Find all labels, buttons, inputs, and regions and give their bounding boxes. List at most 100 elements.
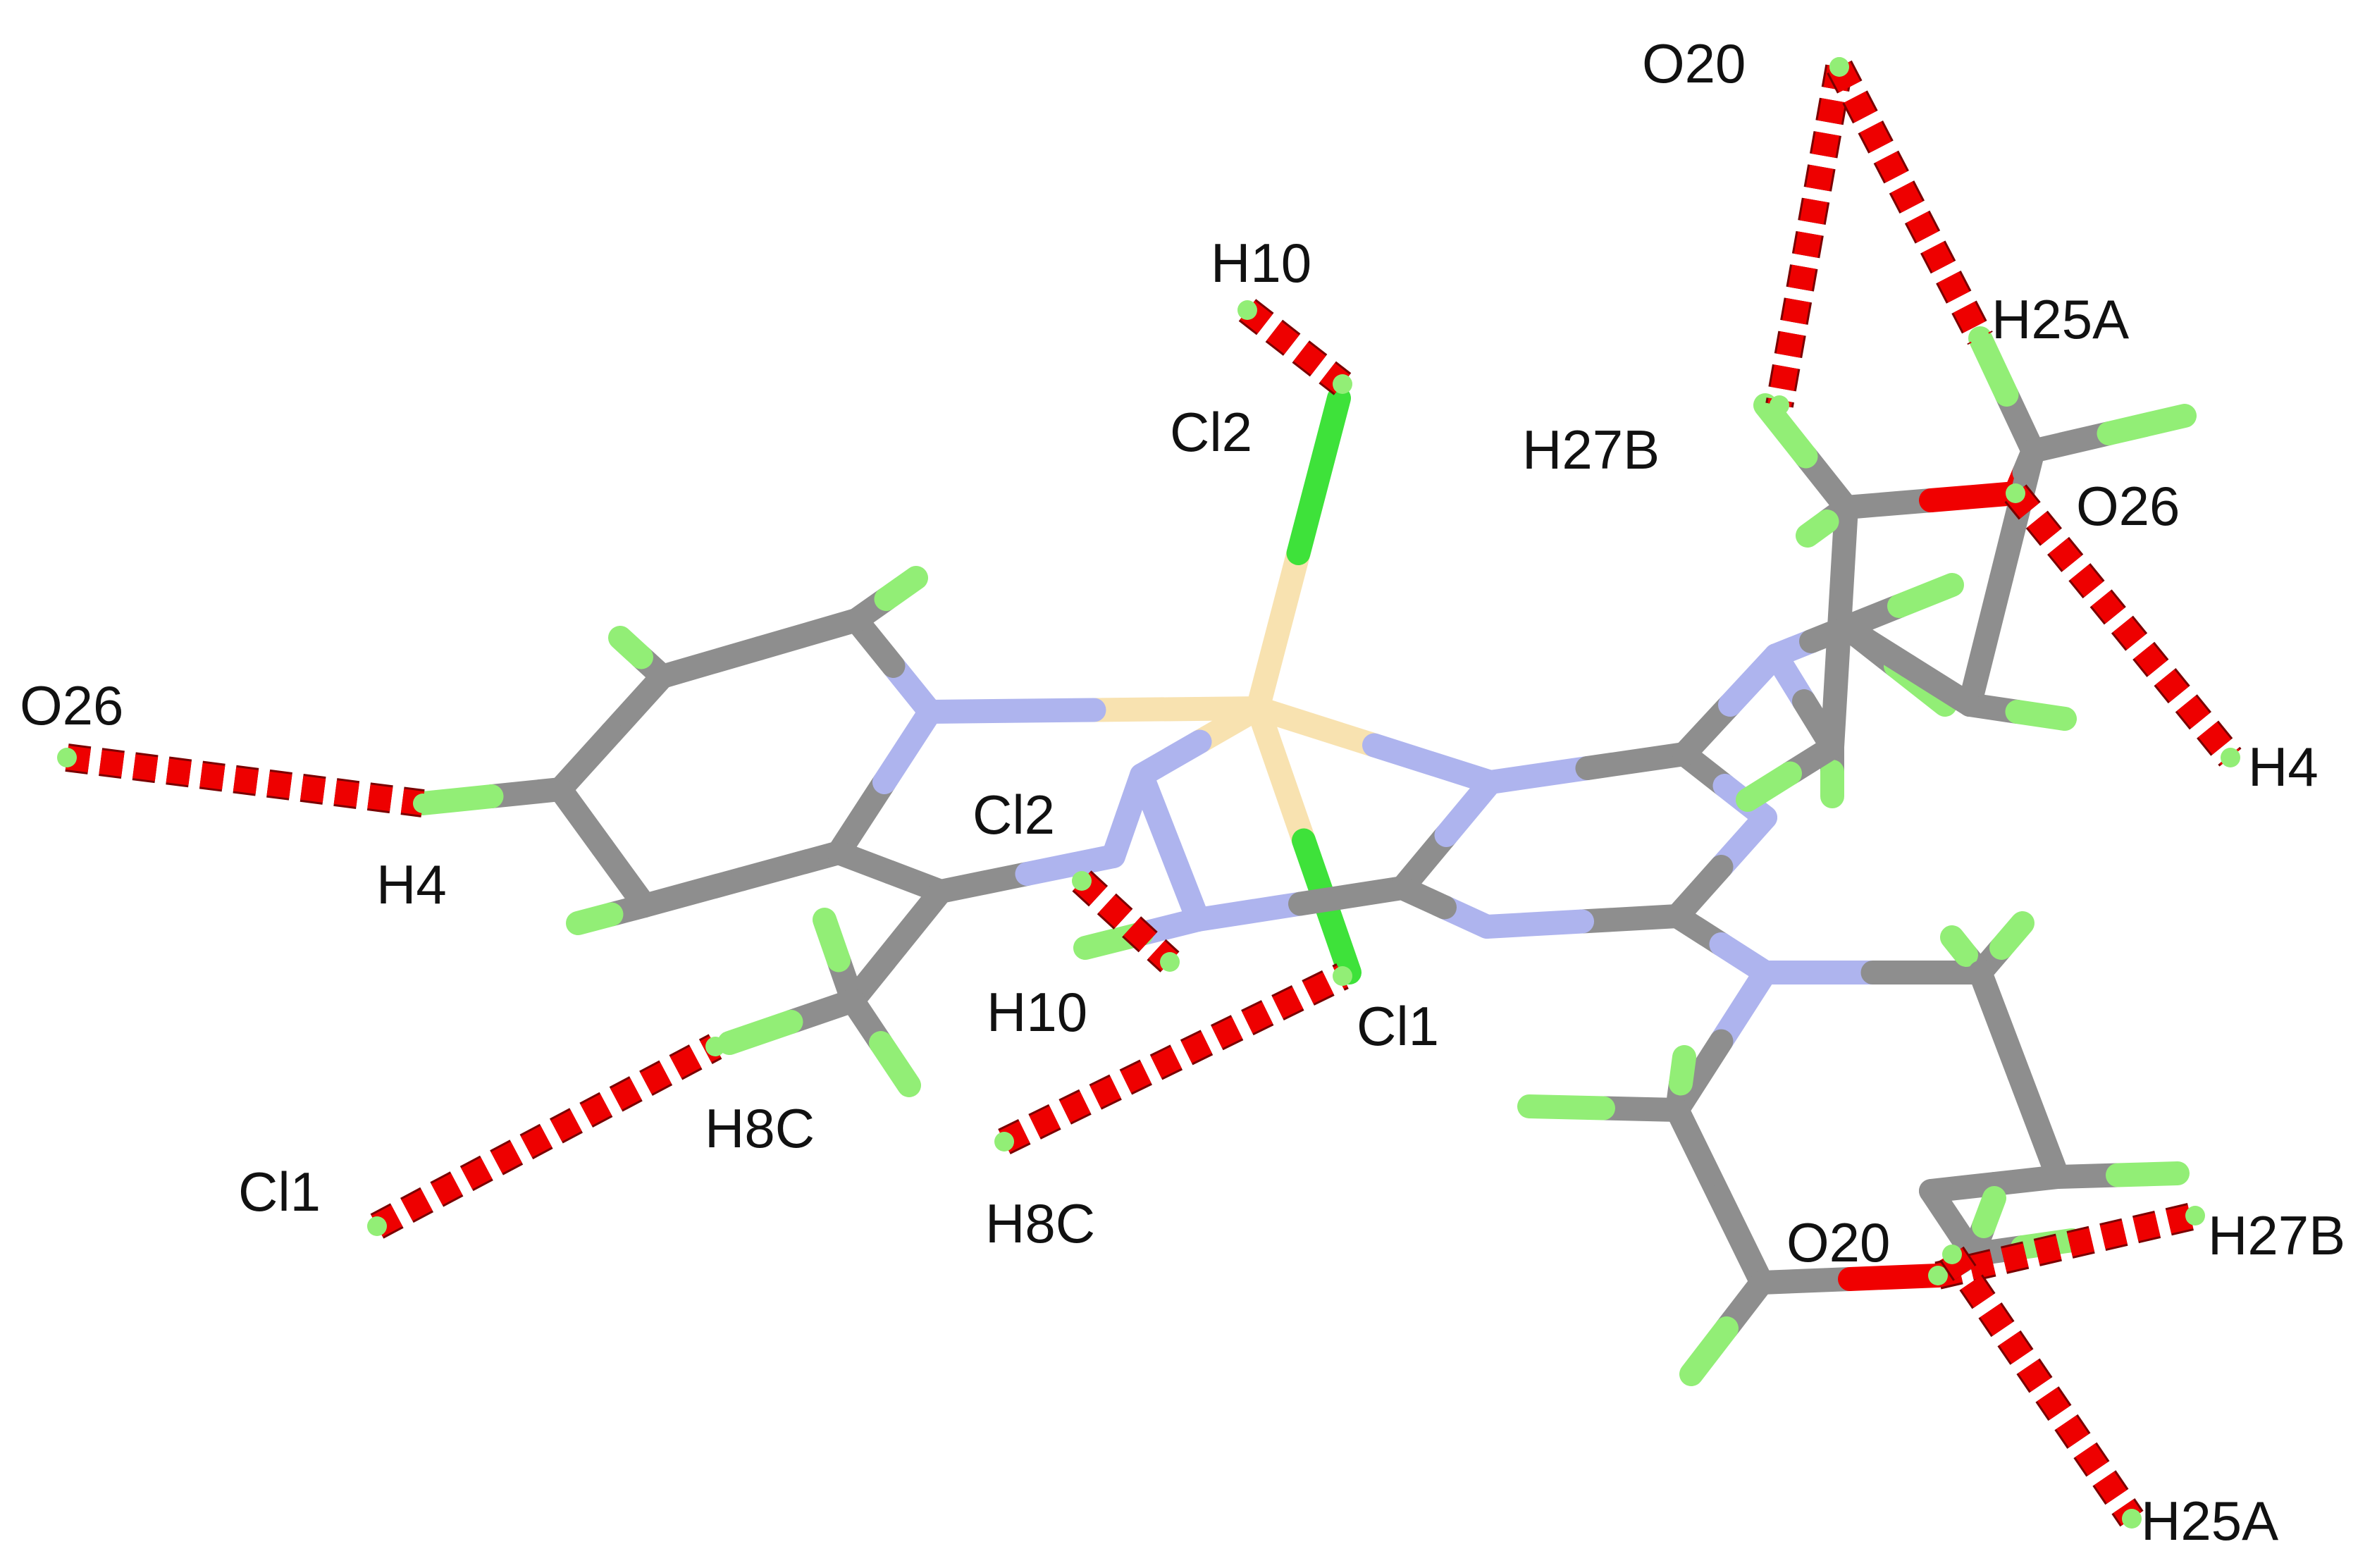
bond-half-C6-N1-b xyxy=(872,700,942,794)
bond-half-CB4-CB4H-b xyxy=(1679,1316,1739,1386)
bond-half-N10-N11-a xyxy=(1130,763,1182,860)
contact-end-atom-5-1 xyxy=(1160,952,1180,972)
bond-half-CA4-CA5-b xyxy=(1958,566,2013,717)
hydrogen-bond-contact-0 xyxy=(65,746,425,815)
bond-half-Pt-CL1b-a xyxy=(1246,696,1316,853)
bond-half-CB4-OB-a xyxy=(1750,1267,1862,1295)
label-o20-low: O20 xyxy=(1786,1211,1890,1273)
contact-end-atom-9-0 xyxy=(1942,1245,1962,1264)
hydrogen-bond-contact-3 xyxy=(1828,61,1992,344)
bond-half-C2-C3-a xyxy=(747,608,868,660)
label-h25a-bottom: H25A xyxy=(2141,1490,2278,1552)
bond-half-CA5-CA1-a xyxy=(1896,654,1982,717)
bond-half-CB5-CB6-b xyxy=(1919,1179,1964,1235)
bond-half-C4-H4l-b xyxy=(411,784,504,815)
bond-half-NB-CB3-a xyxy=(1709,961,1777,1054)
contact-end-atom-1-1 xyxy=(1333,374,1352,394)
bond-half-Pt-T2-a xyxy=(1246,696,1386,758)
bond-half-CB5-CB5H-b xyxy=(1972,1186,2006,1238)
label-h8c-low: H8C xyxy=(985,1192,1095,1254)
bond-half-CB3-CB4-b xyxy=(1708,1184,1774,1295)
bond-half-N11-T1-b xyxy=(1288,876,1414,916)
bond-half-Pt-N1-b xyxy=(918,698,1106,724)
bond-half-T6-T1-b xyxy=(1390,876,1457,920)
bond-half-CA2-CA3-a xyxy=(1820,615,1851,759)
bond-half-CB2-CB2H-b xyxy=(2106,1161,2190,1187)
bond-half-C3-H3-b xyxy=(608,626,653,669)
label-cl1-mid: Cl1 xyxy=(1357,995,1439,1057)
bond-half-CA2-CA3-b xyxy=(1827,495,1858,639)
bond-half-T2-T3-a xyxy=(1478,756,1600,794)
bond-half-Pt-T2-b xyxy=(1362,733,1502,794)
label-o26-right: O26 xyxy=(2076,475,2180,537)
contact-end-atom-8-1 xyxy=(2185,1206,2205,1226)
label-cl2-top: Cl2 xyxy=(1170,401,1252,463)
bond-half-CA4-CA4Ha-b xyxy=(1968,326,2019,407)
contact-end-atom-5-0 xyxy=(1072,871,1092,891)
bond-half-CA3-CA3Hb-b xyxy=(1796,510,1839,548)
bond-half-CB1-CB1H2-b xyxy=(1940,925,1978,967)
bond-half-C4-C5-a xyxy=(548,777,615,860)
bond-half-T2-T3-b xyxy=(1575,742,1696,780)
bond-half-C5-C6-b xyxy=(729,841,851,891)
bond-half-C8-H8c-b xyxy=(717,1010,803,1055)
label-o26-left: O26 xyxy=(20,674,123,736)
label-cl2-mid: Cl2 xyxy=(973,784,1055,846)
label-h10-mid: H10 xyxy=(987,981,1087,1043)
bond-half-C5-C6-a xyxy=(633,867,754,918)
hydrogen-bond-contact-7 xyxy=(999,965,1348,1153)
contact-end-atom-6-0 xyxy=(367,1216,387,1236)
contact-end-atom-3-0 xyxy=(1829,57,1849,77)
bond-half-N10-N11-b xyxy=(1158,835,1210,932)
contact-end-atom-4-1 xyxy=(2221,748,2240,767)
contact-end-atom-0-1 xyxy=(413,794,433,813)
bond-half-CB4-OB-b xyxy=(1838,1264,1950,1291)
bond-half-CA3-OA-b xyxy=(1919,481,2027,512)
label-h25a-top: H25A xyxy=(1992,288,2129,350)
bond-half-C7-N9-b xyxy=(1015,844,1125,886)
bond-half-Pt-CL2t-a xyxy=(1246,541,1311,720)
bond-half-C3-C4-b xyxy=(548,721,624,801)
bond-half-CA2-CA2Hb-b xyxy=(1736,761,1802,812)
bond-half-C3-C4-a xyxy=(599,665,674,745)
bond-half-T5-T6-b xyxy=(1475,909,1594,939)
contact-end-atom-8-0 xyxy=(1928,1266,1948,1285)
hydrogen-bond-contact-5 xyxy=(1073,872,1178,971)
bond-half-CB3-CB3H2-b xyxy=(1517,1094,1615,1121)
contact-end-atom-9-1 xyxy=(2122,1509,2142,1529)
bond-half-CA3-CA3Ha-b xyxy=(1753,393,1818,469)
label-h10-top: H10 xyxy=(1211,232,1311,294)
hydrogen-bond-contact-4 xyxy=(2006,486,2240,765)
hydrogen-bond-contact-8 xyxy=(1935,1204,2198,1288)
label-h27b-mid: H27B xyxy=(1522,419,1660,481)
bond-half-CA4-CA4Hb-b xyxy=(2097,404,2197,445)
bond-half-Pt-N1-a xyxy=(1082,696,1270,722)
bond-half-C8-H8a-b xyxy=(813,908,851,973)
bond-half-CB1-CB2-b xyxy=(2007,1063,2070,1189)
bond-half-C8-H8b-b xyxy=(869,1031,921,1097)
contact-end-atom-3-1 xyxy=(1970,328,1990,348)
label-h4-right: H4 xyxy=(2248,736,2319,798)
bond-half-C2-H2-b xyxy=(874,566,928,611)
bond-half-CB3-CB4-a xyxy=(1665,1098,1731,1209)
bond-half-CA4-CA4Hb-a xyxy=(2021,421,2121,463)
bond-half-CB1-CB1H-b xyxy=(1989,911,2035,960)
label-h4-left: H4 xyxy=(376,853,447,915)
hydrogen-bond-contact-9 xyxy=(1941,1247,2142,1526)
contact-end-atom-7-0 xyxy=(994,1132,1014,1152)
bond-half-CA5-CA1H2-b xyxy=(2005,700,2077,731)
label-h27b-right: H27B xyxy=(2208,1204,2345,1266)
contact-end-atom-6-1 xyxy=(705,1037,725,1056)
bond-half-N11-T1-a xyxy=(1186,891,1312,932)
bonds-layer xyxy=(411,326,2197,1386)
bond-half-CA1-CA1H-b xyxy=(1887,573,1964,618)
label-cl1-left: Cl1 xyxy=(238,1161,321,1223)
bond-half-C7-N9-a xyxy=(929,862,1039,903)
contact-end-atom-2-1 xyxy=(1770,395,1789,415)
hydrogen-bond-contact-1 xyxy=(1240,300,1350,394)
contact-end-atom-1-0 xyxy=(1237,300,1257,320)
bond-half-CB3-CB3H-b xyxy=(1669,1045,1696,1096)
bond-half-CB3-CB3H2-a xyxy=(1591,1096,1689,1122)
bond-half-C5-H5-b xyxy=(566,902,624,935)
